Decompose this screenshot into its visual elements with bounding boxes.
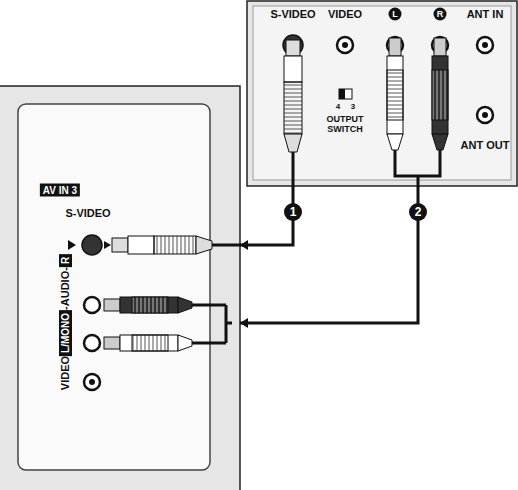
tv-panel — [0, 86, 240, 490]
switch-position: 4 — [336, 103, 340, 112]
tv-jack-panel — [18, 104, 210, 470]
jack-pin — [342, 42, 348, 48]
rca-plug-white — [387, 38, 403, 150]
jack-label: VIDEO — [328, 8, 362, 20]
rca-jack — [84, 374, 100, 390]
plug-body — [120, 335, 178, 351]
arrowhead — [240, 318, 248, 328]
jack-label: S-VIDEO — [270, 8, 315, 20]
plug-boot — [196, 236, 212, 254]
cable-connector — [240, 186, 293, 250]
connector-layer — [240, 186, 418, 328]
jack-label: VIDEO — [59, 356, 71, 390]
plug-sleeve — [434, 38, 446, 56]
jack-pin — [482, 112, 488, 118]
tv-housing — [0, 86, 240, 490]
s-video-plug — [104, 236, 241, 254]
plug-sleeve — [104, 337, 120, 349]
pointer-mark — [68, 240, 76, 250]
insert-arrow — [104, 241, 111, 249]
channel-mark: R — [434, 8, 447, 21]
plug-collar — [284, 56, 302, 82]
plug-boot — [284, 134, 302, 152]
input-label: AV IN 3 — [40, 184, 80, 197]
switch-label: OUTPUT SWITCH — [316, 115, 374, 135]
cable-connector — [240, 186, 418, 328]
cable — [240, 186, 418, 323]
cable — [212, 244, 241, 247]
plug-head — [112, 238, 128, 252]
jack-label: S-VIDEO — [65, 207, 110, 219]
plug-sleeve — [104, 299, 120, 311]
plug-body — [154, 236, 196, 254]
rca-jack — [84, 335, 100, 351]
switch-position: 3 — [351, 103, 355, 112]
plug-boot — [387, 134, 403, 150]
output-switch — [339, 89, 352, 99]
plug-collar — [128, 236, 154, 254]
panel-housing — [247, 1, 517, 186]
plug-grip — [432, 70, 448, 120]
s-video-jack — [283, 35, 303, 55]
plug-body — [432, 56, 448, 134]
plug-sleeve — [389, 38, 401, 56]
tv-side-panel: AV IN 3 S-VIDEO VIDEOL/MONO-AUDIO-R — [0, 86, 240, 490]
rca-plug-red — [432, 38, 448, 150]
antenna-jack — [477, 37, 493, 53]
channel-mark: L — [389, 8, 402, 21]
jack-label: R — [59, 254, 72, 267]
plug-body — [387, 56, 403, 134]
plug-body — [284, 82, 302, 134]
jack-label: -AUDIO- — [59, 267, 71, 310]
jack-label: L/MONO — [59, 310, 72, 356]
jack-label: ANT OUT — [461, 139, 510, 151]
audio-cable-bracket — [395, 150, 440, 187]
rca-plug-white — [104, 335, 192, 351]
plug-grip — [132, 297, 168, 313]
plug-body — [120, 297, 178, 313]
cable — [292, 152, 295, 187]
plug-boot — [432, 134, 448, 150]
callout-number: 2 — [409, 203, 427, 221]
jack-pin — [482, 42, 488, 48]
plug-boot — [178, 297, 192, 313]
s-video-plug — [284, 40, 302, 187]
antenna-jack — [477, 107, 493, 123]
jack-pin — [89, 379, 95, 385]
s-video-jack — [82, 235, 102, 255]
vertical-jack-label: VIDEOL/MONO-AUDIO-R — [55, 254, 73, 390]
jack-label: ANT IN — [467, 8, 504, 20]
plug-grip — [132, 335, 168, 351]
plug-boot — [178, 335, 192, 351]
rca-jack — [337, 37, 353, 53]
rca-plug-red — [104, 297, 192, 313]
audio-cable-split — [192, 305, 232, 343]
rca-jack — [84, 297, 100, 313]
callout-number: 1 — [284, 203, 302, 221]
plug-grip — [387, 70, 403, 120]
device-panel — [247, 1, 517, 186]
arrowhead — [240, 240, 248, 250]
switch-slider — [339, 89, 345, 99]
plug-head — [286, 40, 300, 56]
device-back-panel: S-VIDEO VIDEO L R ANT IN 4 3OUTPUT SWITCH ANT O… — [246, 0, 518, 186]
